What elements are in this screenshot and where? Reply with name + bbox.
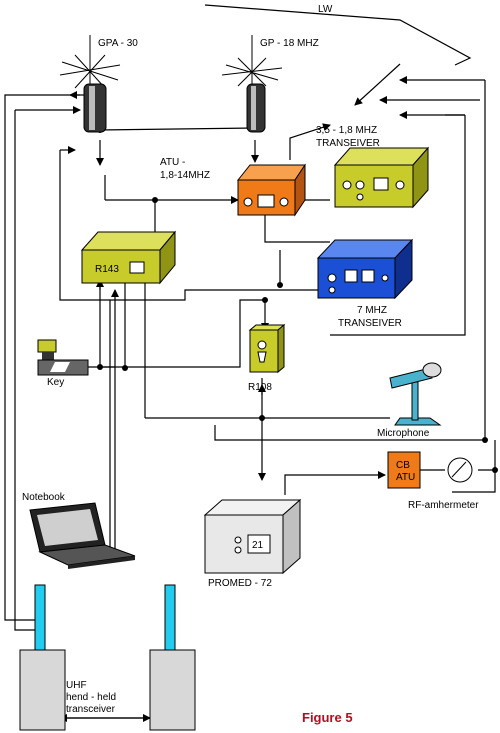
transceiver-7mhz-box <box>316 238 414 300</box>
label-r108: R108 <box>248 382 272 393</box>
label-atu-2: 1,8-14MHZ <box>160 170 210 181</box>
uhf-left <box>19 584 66 731</box>
atu-box <box>236 163 306 217</box>
label-trx35-2: TRANSEIVER <box>316 138 380 149</box>
label-uhf-1: UHF <box>66 680 87 691</box>
label-rf-meter: RF-amhermeter <box>408 500 479 511</box>
r108-box <box>248 323 286 374</box>
wires <box>4 4 496 722</box>
uhf-right <box>149 584 196 731</box>
label-trx7-1: 7 MHZ <box>357 305 387 316</box>
lw-wire <box>204 4 472 66</box>
label-cb-atu-2: ATU <box>396 472 415 483</box>
labels: LW GPA - 30 GP - 18 MHZ ATU - 1,8-14MHZ … <box>22 4 479 725</box>
label-atu-1: ATU - <box>160 157 185 168</box>
rf-meter-icon <box>447 457 473 483</box>
promed-box <box>203 498 302 575</box>
figure-caption: Figure 5 <box>302 710 353 725</box>
label-key: Key <box>47 377 64 388</box>
label-gpa30: GPA - 30 <box>98 38 138 49</box>
label-promed: PROMED - 72 <box>208 578 272 589</box>
antenna-gp18 <box>221 35 283 133</box>
microphone <box>389 362 442 426</box>
label-uhf-3: transceiver <box>66 704 116 715</box>
label-r143: R143 <box>95 264 119 275</box>
label-cb-atu-1: CB <box>396 460 410 471</box>
lw-drop <box>354 63 401 106</box>
label-notebook: Notebook <box>22 492 66 503</box>
label-trx35-1: 3,5 - 1,8 MHZ <box>316 125 377 136</box>
label-promed-display: 21 <box>252 540 264 551</box>
label-microphone: Microphone <box>377 428 430 439</box>
morse-key <box>37 339 89 376</box>
antenna-gpa30 <box>59 35 121 133</box>
notebook-icon <box>29 502 136 569</box>
transceiver-3-5-box <box>333 146 430 209</box>
label-uhf-2: hend - held <box>66 692 116 703</box>
r143-box <box>80 230 177 285</box>
label-lw: LW <box>318 4 333 15</box>
cb-atu-box <box>387 451 421 489</box>
label-gp18: GP - 18 MHZ <box>260 38 319 49</box>
label-trx7-2: TRANSEIVER <box>338 318 402 329</box>
